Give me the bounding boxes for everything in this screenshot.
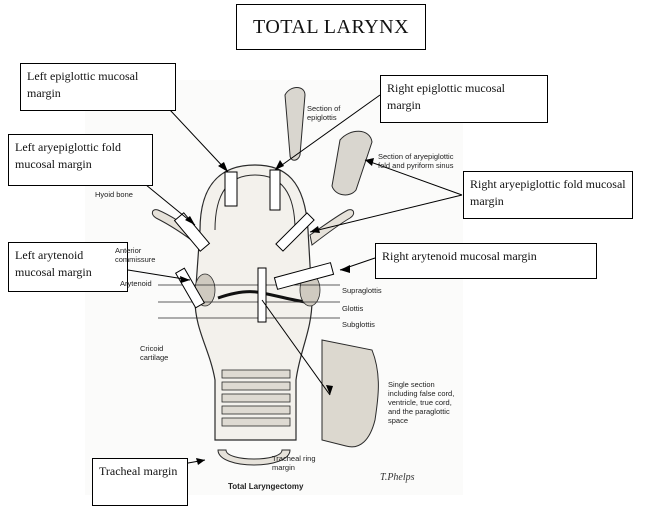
label-anterior-commissure: Anterior commissure: [115, 246, 156, 264]
label-cricoid-cartilage: Cricoid cartilage: [140, 344, 169, 362]
label-glottis: Glottis: [342, 304, 364, 313]
hyoid-right: [309, 209, 355, 246]
margin-right-epiglottic: [269, 169, 281, 211]
callout-left-arytenoid: Left arytenoid mucosal margin: [8, 242, 128, 292]
margin-right-arytenoid: [273, 262, 335, 290]
margin-left-epiglottic: [224, 171, 238, 207]
label-subglottis: Subglottis: [342, 320, 375, 329]
figure-caption: Total Laryngectomy: [228, 482, 304, 491]
margin-left-aryepiglottic: [173, 212, 211, 252]
label-tracheal-ring-margin: Tracheal ring margin: [272, 454, 316, 472]
callout-left-aryepiglottic: Left aryepiglottic fold mucosal margin: [8, 134, 153, 186]
margin-right-aryepiglottic: [275, 212, 315, 252]
callout-right-arytenoid: Right arytenoid mucosal margin: [375, 243, 597, 279]
epiglottis-section: [284, 87, 306, 161]
margin-center-vertical: [257, 267, 267, 323]
page-title: TOTAL LARYNX: [236, 4, 426, 50]
callout-right-aryepiglottic: Right aryepiglottic fold mucosal margin: [463, 171, 633, 219]
callout-left-epiglottic: Left epiglottic mucosal margin: [20, 63, 176, 111]
callout-tracheal: Tracheal margin: [92, 458, 188, 506]
callout-right-epiglottic: Right epiglottic mucosal margin: [380, 75, 548, 123]
aryepiglottic-section: [331, 130, 373, 196]
label-single-section: Single section including false cord, ven…: [388, 380, 455, 425]
single-section: [321, 339, 379, 448]
epiglottis-shape: [214, 174, 296, 231]
trachea-rings: [221, 369, 291, 427]
label-section-aryepiglottic: Section of aryepiglottic fold and pyrifo…: [378, 152, 454, 170]
label-supraglottis: Supraglottis: [342, 286, 382, 295]
label-hyoid-bone: Hyoid bone: [95, 190, 133, 199]
arrowheads: [180, 158, 374, 465]
label-arytenoid: Arytenoid: [120, 279, 152, 288]
illustrator-signature: T.Phelps: [380, 472, 415, 483]
tracheal-ring: [217, 449, 291, 466]
label-section-epiglottis: Section of epiglottis: [307, 104, 341, 122]
